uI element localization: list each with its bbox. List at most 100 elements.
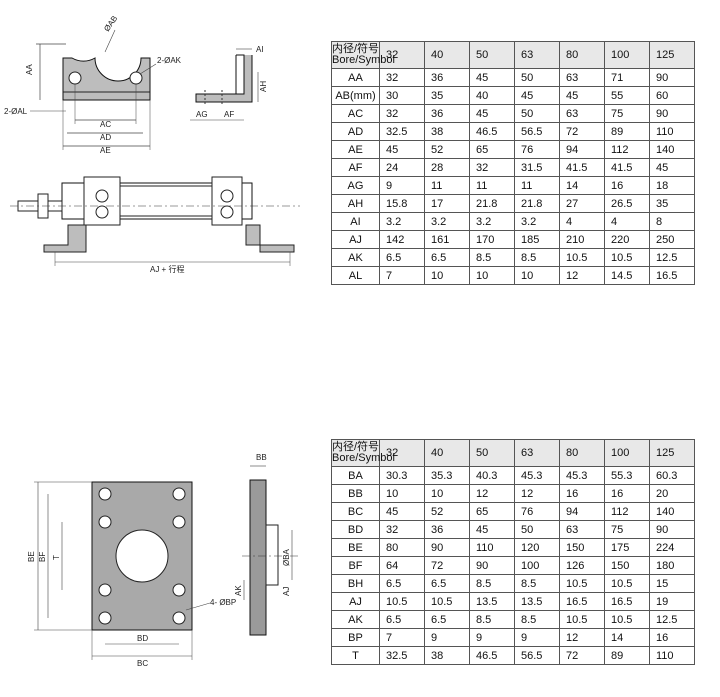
bore-header: 32 [379, 41, 425, 69]
value-cell: 72 [559, 646, 605, 665]
value-cell: 76 [514, 140, 560, 159]
value-cell: 9 [469, 628, 515, 647]
value-cell: 36 [424, 520, 470, 539]
dim-ai-label: AI [256, 45, 264, 54]
value-cell: 220 [604, 230, 650, 249]
value-cell: 150 [604, 556, 650, 575]
value-cell: 6.5 [424, 248, 470, 267]
value-cell: 36 [424, 68, 470, 87]
value-cell: 10.5 [604, 574, 650, 593]
bore-header: 50 [469, 439, 515, 467]
value-cell: 14 [559, 176, 605, 195]
bore-header: 100 [604, 41, 650, 69]
dim-aj2-label: AJ [282, 587, 291, 596]
value-cell: 32 [379, 520, 425, 539]
value-cell: 18 [649, 176, 695, 195]
value-cell: 8 [649, 212, 695, 231]
flange-mount-spec-table: 内径/符号 Bore/Symbol 32 40 50 63 80 100 125… [331, 439, 695, 665]
value-cell: 6.5 [379, 248, 425, 267]
value-cell: 46.5 [469, 122, 515, 141]
value-cell: 40.3 [469, 466, 515, 485]
value-cell: 10.5 [559, 574, 605, 593]
value-cell: 38 [424, 122, 470, 141]
dim-bb-label: BB [256, 453, 267, 462]
value-cell: 41.5 [604, 158, 650, 177]
value-cell: 16.5 [604, 592, 650, 611]
value-cell: 6.5 [379, 610, 425, 629]
symbol-cell: BH [331, 574, 380, 593]
value-cell: 90 [424, 538, 470, 557]
symbol-cell: BA [331, 466, 380, 485]
value-cell: 8.5 [514, 574, 560, 593]
value-cell: 10 [424, 266, 470, 285]
bore-symbol-header: 内径/符号 Bore/Symbol [331, 439, 395, 467]
symbol-cell: AA [331, 68, 380, 87]
bore-header: 63 [514, 41, 560, 69]
value-cell: 100 [514, 556, 560, 575]
value-cell: 56.5 [514, 646, 560, 665]
value-cell: 90 [649, 104, 695, 123]
value-cell: 30.3 [379, 466, 425, 485]
value-cell: 12 [559, 266, 605, 285]
value-cell: 45.3 [514, 466, 560, 485]
value-cell: 8.5 [469, 248, 515, 267]
value-cell: 45 [514, 86, 560, 105]
bore-header: 50 [469, 41, 515, 69]
value-cell: 75 [604, 104, 650, 123]
symbol-cell: T [331, 646, 380, 665]
value-cell: 89 [604, 122, 650, 141]
value-cell: 210 [559, 230, 605, 249]
value-cell: 224 [649, 538, 695, 557]
value-cell: 16 [604, 484, 650, 503]
dim-ad-label: AD [100, 133, 111, 142]
symbol-cell: AH [331, 194, 380, 213]
bore-header: 32 [379, 439, 425, 467]
value-cell: 3.2 [424, 212, 470, 231]
value-cell: 12 [469, 484, 515, 503]
value-cell: 89 [604, 646, 650, 665]
value-cell: 6.5 [424, 610, 470, 629]
bore-header: 63 [514, 439, 560, 467]
value-cell: 10.5 [604, 248, 650, 267]
value-cell: 15 [649, 574, 695, 593]
dim-bc-label: BC [137, 659, 148, 668]
bore-header: 40 [424, 41, 470, 69]
value-cell: 10 [379, 484, 425, 503]
symbol-cell: AK [331, 610, 380, 629]
value-cell: 175 [604, 538, 650, 557]
value-cell: 32.5 [379, 122, 425, 141]
value-cell: 19 [649, 592, 695, 611]
value-cell: 12 [559, 628, 605, 647]
symbol-cell: AB(mm) [331, 86, 380, 105]
table-header-row: 内径/符号 Bore/Symbol 32 40 50 63 80 100 125 [331, 439, 695, 467]
symbol-cell: BE [331, 538, 380, 557]
value-cell: 180 [649, 556, 695, 575]
value-cell: 90 [649, 520, 695, 539]
value-cell: 9 [424, 628, 470, 647]
value-cell: 36 [424, 104, 470, 123]
value-cell: 6.5 [379, 574, 425, 593]
value-cell: 45 [379, 140, 425, 159]
value-cell: 4 [604, 212, 650, 231]
value-cell: 28 [424, 158, 470, 177]
bore-header: 40 [424, 439, 470, 467]
dim-t-label: T [52, 555, 61, 560]
value-cell: 40 [469, 86, 515, 105]
value-cell: 60 [649, 86, 695, 105]
value-cell: 11 [424, 176, 470, 195]
value-cell: 15.8 [379, 194, 425, 213]
bore-header: 125 [649, 439, 695, 467]
bore-label-cn: 内径/符号 [332, 43, 380, 55]
value-cell: 8.5 [514, 610, 560, 629]
value-cell: 110 [649, 646, 695, 665]
value-cell: 65 [469, 502, 515, 521]
value-cell: 50 [514, 68, 560, 87]
